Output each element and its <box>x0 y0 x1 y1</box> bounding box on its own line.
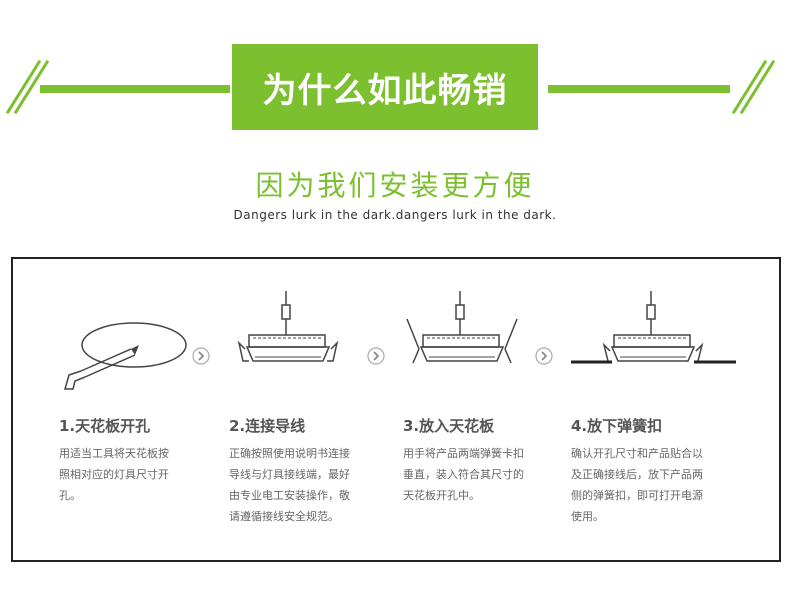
step-desc-line: 照相对应的灯具尺寸开 <box>59 468 169 481</box>
title-banner: 为什么如此畅销 <box>0 0 790 150</box>
step-desc-line: 确认开孔尺寸和产品贴合以 <box>571 447 703 460</box>
ceiling-cut-illustration <box>64 322 187 390</box>
step-description: 正确按照使用说明书连接 导线与灯具接线端，最好 由专业电工安装操作，敬 请遵循接… <box>229 443 389 527</box>
step-description: 用适当工具将天花板按 照相对应的灯具尺寸开 孔。 <box>59 443 219 506</box>
subtitle: 因为我们安装更方便 <box>255 169 535 202</box>
step-4: 4.放下弹簧扣 确认开孔尺寸和产品贴合以 及正确接线后，放下产品两 侧的弹簧扣，… <box>571 259 736 559</box>
step-description: 确认开孔尺寸和产品贴合以 及正确接线后，放下产品两 侧的弹簧扣，即可打开电源 使… <box>571 443 731 527</box>
step-title: 2.连接导线 <box>229 417 306 435</box>
step-desc-line: 用适当工具将天花板按 <box>59 447 169 460</box>
step-desc-line: 垂直，装入符合其尺寸的 <box>403 468 524 481</box>
chevron-right-circle-icon <box>367 347 385 365</box>
step-desc-line: 使用。 <box>571 510 604 523</box>
insert-illustration <box>406 291 518 364</box>
decor-slash <box>739 59 776 115</box>
step-title: 4.放下弹簧扣 <box>571 417 663 435</box>
step-desc-line: 正确按照使用说明书连接 <box>229 447 350 460</box>
step-desc-line: 及正确接线后，放下产品两 <box>571 468 703 481</box>
decor-slash <box>5 59 42 115</box>
step-title: 1.天花板开孔 <box>59 417 151 435</box>
install-steps-panel: 1.天花板开孔 用适当工具将天花板按 照相对应的灯具尺寸开 孔。 2.连接导线 … <box>11 257 781 562</box>
decor-line-right <box>548 85 730 93</box>
chevron-right-circle-icon <box>535 347 553 365</box>
wiring-illustration <box>237 291 339 362</box>
page-title: 为什么如此畅销 <box>232 44 538 130</box>
step-desc-line: 孔。 <box>59 489 81 502</box>
step-description: 用手将产品两端弹簧卡扣 垂直，装入符合其尺寸的 天花板开孔中。 <box>403 443 563 506</box>
step-3: 3.放入天花板 用手将产品两端弹簧卡扣 垂直，装入符合其尺寸的 天花板开孔中。 <box>403 259 568 559</box>
step-2: 2.连接导线 正确按照使用说明书连接 导线与灯具接线端，最好 由专业电工安装操作… <box>229 259 394 559</box>
step-desc-line: 侧的弹簧扣，即可打开电源 <box>571 489 703 502</box>
decor-slash <box>731 59 768 115</box>
step-desc-line: 由专业电工安装操作，敬 <box>229 489 350 502</box>
chevron-right-circle-icon <box>192 347 210 365</box>
step-desc-line: 用手将产品两端弹簧卡扣 <box>403 447 524 460</box>
caption: Dangers lurk in the dark.dangers lurk in… <box>233 208 557 222</box>
step-desc-line: 请遵循接线安全规范。 <box>229 510 339 523</box>
step-title: 3.放入天花板 <box>403 417 495 435</box>
decor-line-left <box>40 85 230 93</box>
release-clip-illustration <box>571 291 736 364</box>
step-desc-line: 导线与灯具接线端，最好 <box>229 468 350 481</box>
step-desc-line: 天花板开孔中。 <box>403 489 480 502</box>
step-1: 1.天花板开孔 用适当工具将天花板按 照相对应的灯具尺寸开 孔。 <box>59 259 224 559</box>
